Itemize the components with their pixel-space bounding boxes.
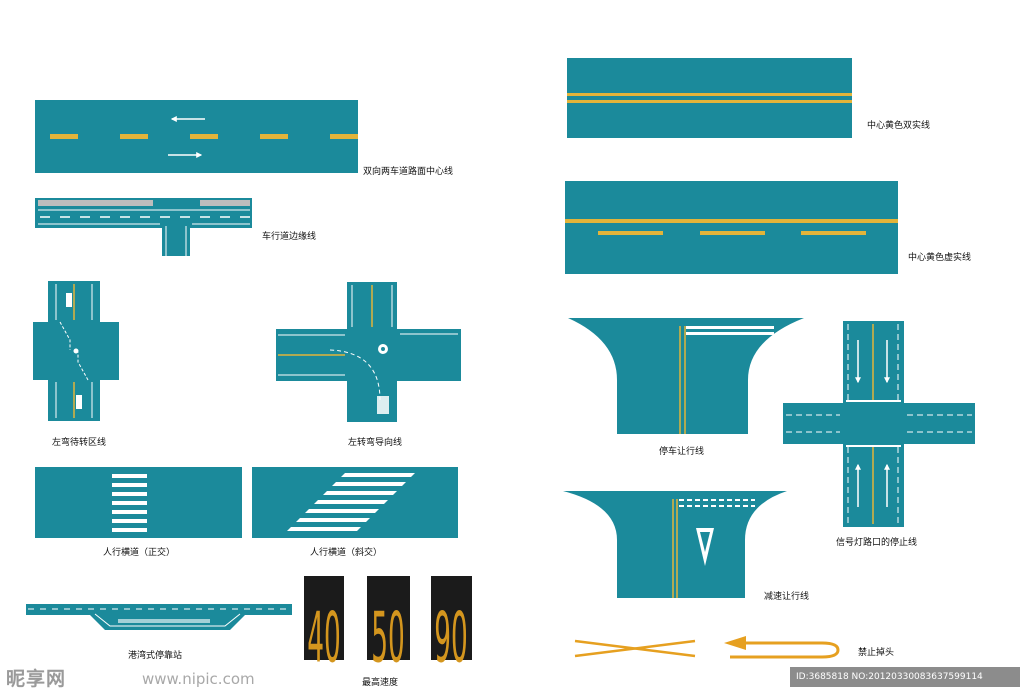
caption-no-u-turn: 禁止掉头 — [858, 648, 895, 658]
signal-stop-line-intersection — [783, 321, 975, 527]
caption-yellow-double-solid: 中心黄色双实线 — [867, 121, 931, 131]
bay-bus-stop-road — [26, 604, 292, 630]
caption-crosswalk-oblique: 人行横道（斜交） — [310, 548, 383, 558]
caption-yellow-dash-solid: 中心黄色虚实线 — [908, 253, 972, 263]
no-u-turn-marking — [574, 636, 840, 659]
left-turn-guide-intersection — [276, 282, 461, 422]
lane-edge-line-road — [35, 198, 252, 256]
watermark-id-bar: ID:3685818 NO:20120330083637599114 — [790, 667, 1020, 687]
left-turn-waiting-zone-intersection — [33, 281, 119, 421]
stop-yield-road — [568, 318, 804, 434]
caption-lane-edge: 车行道边缘线 — [262, 232, 317, 242]
watermark-brand: 昵享网 — [6, 668, 67, 690]
crosswalk-straight-road — [35, 467, 242, 538]
two-way-center-line-road — [35, 100, 358, 173]
speed-40-digits: 40 — [307, 598, 341, 679]
crosswalk-oblique-road — [252, 467, 458, 538]
yellow-double-solid-road — [567, 58, 852, 138]
watermark-url: www.nipic.com — [142, 670, 255, 688]
speed-50-digits: 50 — [371, 598, 405, 679]
speed-90-digits: 90 — [434, 598, 468, 679]
speed-limit-markings: 40 50 90 — [304, 576, 472, 679]
caption-signal-stop-line: 信号灯路口的停止线 — [836, 538, 918, 548]
caption-bay-bus-stop: 港湾式停靠站 — [128, 651, 183, 661]
caption-two-way-center: 双向两车道路面中心线 — [363, 167, 454, 177]
caption-slow-yield: 减速让行线 — [764, 592, 810, 602]
caption-left-turn-guide: 左转弯导向线 — [348, 438, 403, 448]
caption-crosswalk-straight: 人行横道（正交） — [103, 548, 176, 558]
caption-left-turn-wait: 左弯待转区线 — [52, 438, 107, 448]
caption-stop-yield: 停车让行线 — [659, 447, 705, 457]
yellow-dash-solid-road — [565, 181, 898, 274]
slow-yield-road — [563, 491, 787, 598]
caption-max-speed: 最高速度 — [362, 678, 399, 688]
